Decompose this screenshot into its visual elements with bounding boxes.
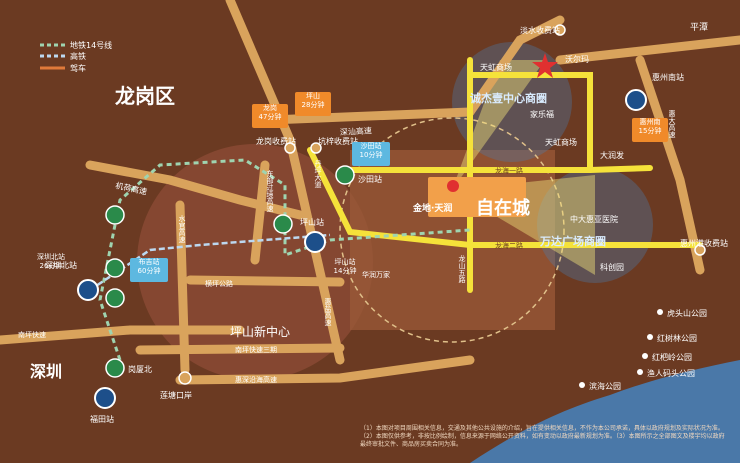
callout-szb: 深圳北站 26分钟 [37,253,65,270]
label-kengzi: 坑梓收费站 [318,136,358,146]
road-shenshan: 深汕高速 [340,125,372,137]
toll-dot [178,371,192,385]
district-shenzhen: 深圳 [30,362,62,381]
road-huiyan: 惠盐高速 [324,297,332,327]
metro-icon [105,288,125,308]
star-icon [532,53,558,78]
label-futian: 福田站 [90,414,114,424]
park-dot [637,369,643,375]
metro-icon [105,358,125,378]
park-hongbi: 红杷岭公园 [652,352,692,362]
label-jialecheng: 家乐福 [530,109,554,119]
label-pingshan: 坪山站 [300,217,324,227]
commerce-wanda: 万达广场商圈 [539,234,606,248]
train-icon [94,387,116,409]
district-pingshan-center: 坪山新中心 [230,324,290,339]
district-longgang: 龙岗区 [115,84,175,108]
main-roads [307,57,703,293]
park-yumatou: 渔人码头公园 [647,368,695,378]
road-longhai-1: 龙海一路 [495,166,523,175]
callout-huizhou-south: 惠州南 15分钟 [632,118,668,142]
park-hongshulin: 红树林公园 [657,333,697,343]
label-zhongda-hospital: 中大惠亚医院 [570,214,618,224]
project-name: 自在城 [476,197,530,219]
callout-buji: 布吉站 60分钟 [130,258,168,282]
project-radius-ring [339,117,565,343]
toll-dots [178,24,706,385]
train-icon [625,89,647,111]
footnote: （1）本图对项目周围相关信息，交通及其他公共设施的介绍，旨在提供相关信息，不作为… [360,425,725,448]
sea-area [470,360,740,463]
road-dongbu: 东部过境高速 [266,169,274,213]
location-pin-icon [447,180,459,192]
label-pingtan: 平潭 [690,22,708,33]
road-longhai-2: 龙海二路 [495,241,523,250]
park-dot [647,334,653,340]
road-huidaguan: 惠大高速 [668,109,676,139]
park-dot [579,382,585,388]
legend-drive-label: 驾车 [70,63,86,73]
toll-dot [554,24,566,36]
metro-icon [335,165,355,185]
label-longgang-station: 龙岗收费站 [256,136,296,146]
road-huishen: 惠深沿海高速 [235,375,277,384]
road-nanping: 南坪快速 [18,330,46,339]
road-danping: 丹坪大道 [314,160,322,189]
highway-network [0,0,740,385]
park-binhai: 滨海公园 [589,381,621,391]
label-darunfa: 大润发 [600,150,624,160]
train-icon [77,279,99,301]
callout-longgang: 龙岗 47分钟 [252,104,288,128]
train-icon [304,231,326,253]
label-tianhong-top: 天虹商场 [480,62,512,72]
road-shuiguan: 水官高速 [178,214,186,244]
callout-shatian: 沙田站 10分钟 [352,142,390,166]
toll-dot [310,142,322,154]
label-shatian: 沙田站 [358,174,382,184]
label-walmart: 沃尔玛 [565,54,589,64]
parks [579,309,663,388]
label-lotus-pond: 莲塘口岸 [160,390,192,400]
park-dot [657,309,663,315]
callout-pingshan-station: 坪山站 14分钟 [333,258,357,275]
project-developer: 金地·天润 [412,202,452,214]
cover-triangle-top [452,60,545,190]
label-huizhou-south: 惠州南站 [652,72,684,82]
metro-icon [105,258,125,278]
label-huizhou-gang: 惠州港收费站 [680,238,728,248]
label-shenzhen-north: 深圳北站 [45,260,77,270]
label-kechuang: 科创园 [600,262,624,272]
wanda-circle [537,167,653,283]
label-nanping-3: 南坪快速三期 [235,345,277,354]
label-bibei: 岗厦北 [128,365,152,374]
toll-dot [694,244,706,256]
metro-station-icons [105,165,355,378]
legend-hsr-label: 高铁 [70,51,86,61]
label-danshui: 淡水收费站 [520,25,560,35]
label-huarun: 华润万家 [362,270,390,279]
metro-icon [273,214,293,234]
road-longshan-5: 龙山五路 [458,254,466,284]
park-hutou: 虎头山公园 [667,308,707,318]
toll-dot [284,142,296,154]
label-tianhong-mid: 天虹商场 [545,137,577,147]
hsr-station-icons [77,89,647,409]
road-henghe: 横坪公路 [205,279,233,288]
callout-pingshan: 坪山 28分钟 [295,92,331,116]
commerce-chengjie: 诚杰壹中心商圈 [470,91,547,105]
legend-metro-label: 地铁14号线 [70,40,112,50]
metro-icon [105,205,125,225]
park-dot [642,353,648,359]
